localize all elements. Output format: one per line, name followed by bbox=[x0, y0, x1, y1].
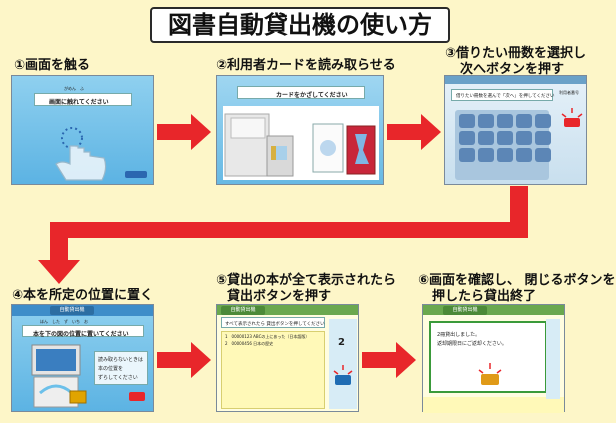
arrow-step4-to-step5 bbox=[157, 342, 211, 378]
step3-label-line2: 次へボタンを押す bbox=[460, 62, 565, 77]
keypad-key bbox=[497, 148, 513, 162]
step6-dialog-line2: 返却期限日にご返却ください。 bbox=[437, 341, 507, 347]
step4-note-line1: 読み取らないときは bbox=[98, 357, 144, 363]
arrow-step1-to-step2 bbox=[157, 114, 211, 150]
step6-side-panel bbox=[546, 319, 560, 399]
lend-button-icon bbox=[333, 365, 353, 385]
arrow-step2-to-step3 bbox=[387, 114, 441, 150]
step5-row-1: 1 00000123 ABCの上にあった（日本語版） bbox=[225, 334, 310, 339]
step4-header-tag: 自動貸出機 bbox=[50, 306, 94, 315]
step1-ruby: がめん ふ bbox=[64, 86, 84, 91]
keypad-key bbox=[459, 131, 475, 145]
keypad-grid bbox=[459, 114, 551, 162]
step4-note-line2: 本の位置を bbox=[98, 366, 124, 372]
step1-label: ①画面を触る bbox=[14, 58, 91, 73]
step3-prompt-box: 借りたい冊数を選んで「次へ」を押してください bbox=[451, 89, 555, 101]
keypad-key bbox=[535, 114, 551, 128]
step3-header-bar bbox=[445, 76, 586, 84]
step4-prompt-box: 本を下の図の位置に置いてください bbox=[22, 325, 144, 338]
step2-photo bbox=[223, 106, 379, 180]
hand-touch-icon bbox=[55, 127, 107, 181]
step4-prompt: 本を下の図の位置に置いてください bbox=[33, 331, 129, 338]
keypad-key bbox=[497, 114, 513, 128]
step2-label: ②利用者カードを読み取らせる bbox=[216, 58, 396, 73]
arrow-step5-to-step6 bbox=[362, 342, 416, 378]
step5-header-bar: 自動貸出機 bbox=[217, 305, 358, 315]
step3-label-line1: ③借りたい冊数を選択し bbox=[445, 46, 587, 61]
keypad-key bbox=[478, 131, 494, 145]
step4-ruby: ほん した ず いち お bbox=[40, 319, 88, 324]
step6-dialog-line1: 2冊貸出しました。 bbox=[437, 332, 481, 338]
step5-label-line1: ⑤貸出の本が全て表示されたら bbox=[216, 273, 397, 288]
keypad-key bbox=[478, 148, 494, 162]
step3-prompt: 借りたい冊数を選んで「次へ」を押してください bbox=[456, 94, 555, 99]
step2-prompt-box: カードをかざしてください bbox=[237, 86, 365, 99]
step6-dialog: 2冊貸出しました。 返却期限日にご返却ください。 bbox=[429, 321, 547, 393]
step5-prompt: すべて表示されたら 貸出ボタンを押してください bbox=[225, 322, 325, 327]
keypad-key bbox=[497, 131, 513, 145]
step3-screen: 借りたい冊数を選んで「次へ」を押してください 利用者番号 bbox=[444, 75, 587, 185]
step2-screen: カードをかざしてください bbox=[216, 75, 384, 185]
arrow-step3-to-step4 bbox=[38, 186, 528, 284]
step4-screen: 自動貸出機 ほん した ず いち お 本を下の図の位置に置いてください 読み取ら… bbox=[11, 304, 154, 412]
step6-list-strip bbox=[423, 397, 564, 413]
step1-prompt-box: 画面に触れてください bbox=[34, 93, 132, 106]
keypad-key bbox=[516, 114, 532, 128]
close-button-icon bbox=[478, 363, 502, 385]
step3-side-text: 利用者番号 bbox=[559, 90, 579, 95]
keypad-key bbox=[459, 114, 475, 128]
step1-prompt: 画面に触れてください bbox=[49, 99, 109, 106]
keypad-icon bbox=[455, 110, 551, 180]
step4-corner-button bbox=[129, 392, 145, 401]
library-card-icon bbox=[312, 123, 376, 175]
step4-note-box: 読み取らないときは 本の位置を ずらしてください bbox=[94, 351, 148, 385]
step5-prompt-box: すべて表示されたら 貸出ボタンを押してください bbox=[221, 317, 325, 328]
step1-corner-button bbox=[125, 171, 147, 178]
keypad-key bbox=[478, 114, 494, 128]
step2-prompt: カードをかざしてください bbox=[276, 92, 348, 99]
step4-header-bar: 自動貸出機 bbox=[12, 305, 153, 316]
step4-label: ④本を所定の位置に置く bbox=[12, 288, 154, 303]
card-reader-icon bbox=[224, 113, 294, 177]
step6-label-line1: ⑥画面を確認し、 閉じるボタンを bbox=[418, 273, 616, 288]
step6-header-tag: 自動貸出機 bbox=[443, 306, 487, 315]
page-title: 図書自動貸出機の使い方 bbox=[150, 7, 450, 43]
step5-side-panel: 2 bbox=[329, 319, 357, 409]
book-scanner-icon bbox=[31, 344, 87, 408]
step5-label-line2: 貸出ボタンを押す bbox=[227, 289, 332, 304]
next-button-icon bbox=[561, 108, 583, 127]
step5-row-2: 2 00000456 日本の歴史 bbox=[225, 341, 274, 346]
step4-note-line3: ずらしてください bbox=[98, 375, 138, 381]
step6-label-line2: 押したら貸出終了 bbox=[432, 289, 537, 304]
keypad-key bbox=[535, 148, 551, 162]
step5-header-tag: 自動貸出機 bbox=[221, 306, 265, 315]
step5-count: 2 bbox=[338, 337, 345, 348]
step5-book-list: 1 00000123 ABCの上にあった（日本語版） 2 00000456 日本… bbox=[221, 331, 325, 409]
step5-screen: 自動貸出機 すべて表示されたら 貸出ボタンを押してください 1 00000123… bbox=[216, 304, 359, 412]
step1-screen: がめん ふ 画面に触れてください bbox=[11, 75, 154, 185]
keypad-key bbox=[535, 131, 551, 145]
step6-header-bar: 自動貸出機 bbox=[423, 305, 564, 315]
keypad-key bbox=[516, 148, 532, 162]
keypad-key bbox=[459, 148, 475, 162]
step6-screen: 自動貸出機 2冊貸出しました。 返却期限日にご返却ください。 bbox=[422, 304, 565, 413]
keypad-key bbox=[516, 131, 532, 145]
